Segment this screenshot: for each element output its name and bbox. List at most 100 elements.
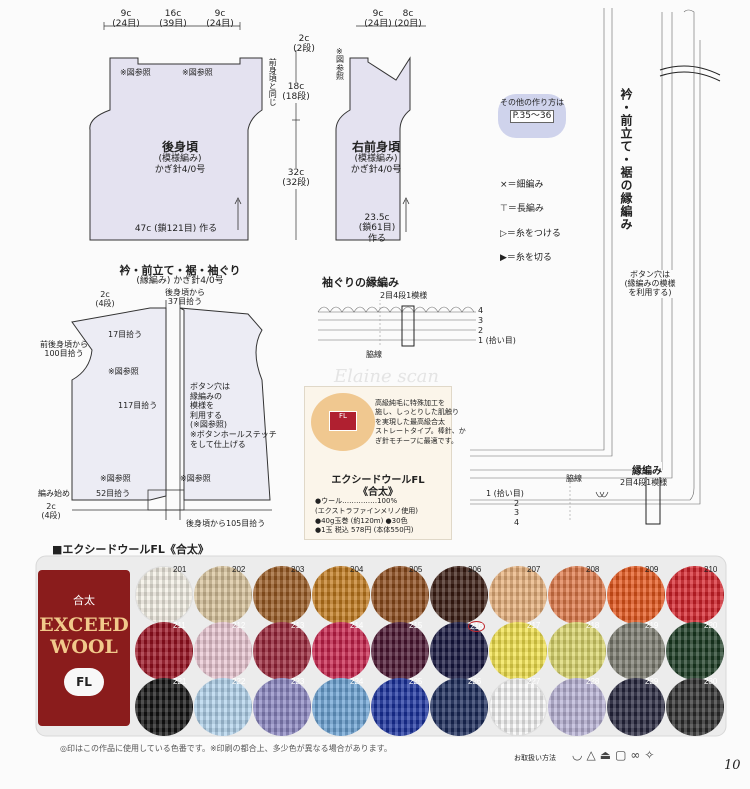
yarn-swatch-221	[135, 678, 193, 736]
assembly-top-left-dim: 2c(4段)	[95, 290, 115, 309]
assembly-ref3: ※図参照	[180, 474, 211, 483]
swatch-number: 220	[704, 621, 718, 630]
yarn-swatch-228	[548, 678, 606, 736]
right-front-shape	[335, 56, 411, 241]
yarn-swatch-227	[489, 678, 547, 736]
swatch-number: 219	[645, 621, 659, 630]
swatch-number: 211	[173, 621, 186, 630]
same-as-front: 前身頃と同じ	[268, 58, 278, 106]
edging-small-title: 縁編み	[632, 462, 662, 477]
back-ref-left: ※図参照	[120, 68, 151, 77]
swatch-number: 229	[645, 677, 659, 686]
other-method-badge: その他の作り方は P.35〜36	[498, 94, 566, 138]
yarn-swatch-203	[253, 566, 311, 624]
swatch-number: 226	[468, 677, 482, 686]
swatch-number: 205	[409, 565, 423, 574]
brand-line1: EXCEED	[39, 614, 129, 636]
yarn-swatch-204	[312, 566, 370, 624]
scan-watermark: Elaine scan	[334, 366, 439, 387]
back-ref-right: ※図参照	[182, 68, 213, 77]
pick-117: 117目拾う	[118, 401, 158, 410]
yarn-swatch-207	[489, 566, 547, 624]
button-hole-note: ボタン穴は(縁編みの模様を利用する)	[622, 270, 678, 298]
assembly-right	[179, 307, 271, 501]
yarn-swatch-218	[548, 622, 606, 680]
dim-back-1: 9c(24目)	[112, 9, 140, 30]
yarn-swatch-214	[312, 622, 370, 680]
swatch-number: 201	[173, 565, 187, 574]
brand-top: 合太	[73, 594, 95, 607]
side-dim-top: 2c(2段)	[293, 34, 315, 55]
right-front-title: 右前身頃	[351, 140, 400, 154]
assembly-bottom-left-dim: 2c(4段)	[41, 502, 61, 521]
iron-icon: ⏏	[599, 748, 616, 762]
front-ref: ※図参照	[336, 47, 344, 82]
double-crochet-icon: ⊤	[500, 204, 508, 215]
side-dim-mid: 18c(18段)	[282, 82, 310, 103]
yarn-swatch-212	[194, 622, 252, 680]
swatch-number: 204	[350, 565, 364, 574]
pick-105: 後身頃から105目拾う	[186, 519, 266, 528]
pick-52: 52目拾う	[96, 489, 131, 498]
swatch-number: 230	[704, 677, 718, 686]
swatch-number: 206	[468, 565, 482, 574]
yarn-swatch-208	[548, 566, 606, 624]
armhole-chart	[317, 300, 476, 347]
yarn-swatch-202	[194, 566, 252, 624]
swatch-number: 225	[409, 677, 423, 686]
yarn-swatch-206	[430, 566, 488, 624]
yarn-swatch-205	[371, 566, 429, 624]
swatch-number: 208	[586, 565, 600, 574]
yarn-swatch-219	[607, 622, 665, 680]
cut-yarn-icon: ▶	[500, 253, 507, 264]
right-front-bottom: 23.5c(鎖61目)作る	[358, 213, 396, 244]
twist-icon: ∞	[630, 748, 645, 762]
legend-join-yarn: ▷＝糸をつける	[500, 228, 561, 239]
right-front-pattern: (模様編み)	[354, 154, 398, 164]
yarn-name: エクシードウールFL	[331, 475, 425, 486]
yarn-swatch-201	[135, 566, 193, 624]
edging-small-repeat: 2目4段1模様	[620, 478, 668, 487]
swatch-number: 207	[527, 565, 541, 574]
yarn-swatch-226	[430, 678, 488, 736]
yarn-description: 高級純毛に特殊加工を施し、しっとりした肌触りを実現した最高級合太ストレートタイプ…	[375, 399, 466, 445]
footer-note: ◎印はこの作品に使用している色番です。※印刷の都合上、多少色が異なる場合がありま…	[60, 744, 392, 753]
sheep-fl-badge: FL	[64, 668, 104, 696]
yarn-swatch-222	[194, 678, 252, 736]
assembly-ref1: ※図参照	[108, 367, 139, 376]
yarn-specs: ●ウール……………100%(エクストラファインメリノ使用)●40g玉巻 (約12…	[315, 497, 419, 535]
page-number: 10	[724, 758, 741, 773]
yarn-label-icon: FL	[329, 411, 357, 431]
swatch-number: 209	[645, 565, 659, 574]
swatch-number: 221	[173, 677, 187, 686]
swatch-number: 215	[409, 621, 423, 630]
yarn-swatch-211	[135, 622, 193, 680]
yarn-swatch-215	[371, 622, 429, 680]
assembly-pattern: (縁編み) かぎ針4/0号	[136, 276, 224, 286]
yarn-swatch-217	[489, 622, 547, 680]
yarn-swatch-220	[666, 622, 724, 680]
legend-cut-yarn: ▶＝糸を切る	[500, 253, 552, 264]
swatch-number: 223	[291, 677, 305, 686]
brand-line2: WOOL	[50, 636, 118, 658]
yarn-swatch-210	[666, 566, 724, 624]
swatch-number: 218	[586, 621, 600, 630]
armhole-repeat: 2目4段1模様	[380, 291, 428, 300]
swatch-number: 214	[350, 621, 364, 630]
yarn-card: FL 高級純毛に特殊加工を施し、しっとりした肌触りを実現した最高級合太ストレート…	[304, 386, 466, 540]
right-front-hook: かぎ針4/0号	[350, 165, 402, 175]
swatch-number: 224	[350, 677, 364, 686]
dim-front-2: 8c(20目)	[394, 9, 422, 30]
vertical-edging-title: 衿・前立て・裾の縁編み	[619, 88, 633, 231]
join-yarn-icon: ▷	[500, 228, 507, 239]
yarn-swatch-209	[607, 566, 665, 624]
yarn-swatch-229	[607, 678, 665, 736]
swatch-number: 227	[527, 677, 541, 686]
care-icons: ◡△⏏▢∞✧	[572, 748, 658, 762]
legend-double-crochet: ⊤＝長編み	[500, 204, 544, 215]
yarn-weight: 《合太》	[358, 487, 398, 498]
back-body-hook: かぎ針4/0号	[154, 165, 206, 175]
